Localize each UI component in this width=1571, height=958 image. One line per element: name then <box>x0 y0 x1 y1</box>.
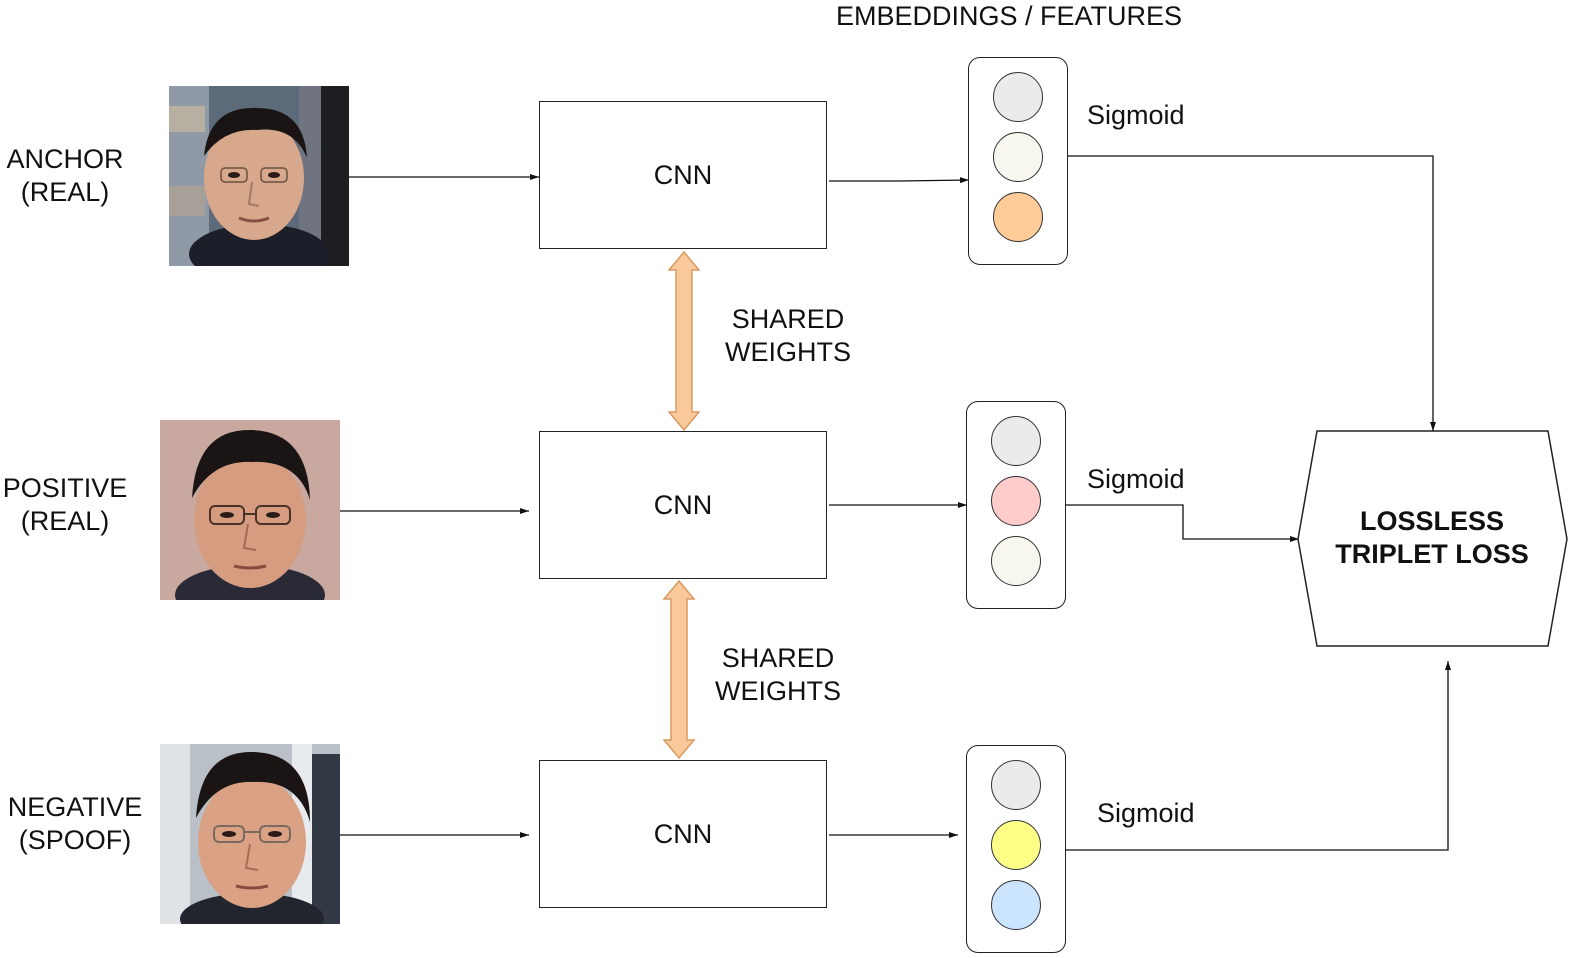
anchor-face-image <box>169 86 349 266</box>
shared-weights-top-line2: WEIGHTS <box>725 337 851 367</box>
shared-weights-label-bottom: SHARED WEIGHTS <box>710 642 846 708</box>
arrow-negative-embedding-to-loss <box>1066 661 1451 851</box>
cnn-label-anchor: CNN <box>653 159 713 190</box>
shared-weights-top-line1: SHARED <box>731 304 845 334</box>
embedding-negative-cell-1 <box>991 760 1041 810</box>
embedding-negative-cell-3 <box>991 880 1041 930</box>
embedding-positive-cell-3 <box>991 536 1041 586</box>
embedding-positive-cell-2 <box>991 476 1041 526</box>
negative-label-line2: (SPOOF) <box>18 825 132 855</box>
shared-weights-arrow-bottom <box>662 579 696 760</box>
sigmoid-label-anchor: Sigmoid <box>1087 100 1185 130</box>
arrow-anchor-cnn-to-embedding <box>829 177 970 184</box>
sigmoid-label-positive: Sigmoid <box>1087 464 1185 494</box>
embeddings-header: EMBEDDINGS / FEATURES <box>836 1 1183 31</box>
loss-node-shape <box>1297 430 1568 647</box>
negative-label: NEGATIVE (SPOOF) <box>0 791 150 857</box>
arrow-positive-embedding-to-loss <box>1066 504 1299 542</box>
embedding-vector-anchor <box>968 57 1068 265</box>
shared-weights-bottom-line1: SHARED <box>721 643 835 673</box>
shared-weights-label-top: SHARED WEIGHTS <box>720 303 856 369</box>
cnn-box-negative: CNN <box>539 760 827 908</box>
negative-label-line1: NEGATIVE <box>7 792 143 822</box>
positive-label-line1: POSITIVE <box>2 473 128 503</box>
positive-label: POSITIVE (REAL) <box>0 472 130 538</box>
cnn-label-positive: CNN <box>653 489 713 520</box>
arrow-anchor-embedding-to-loss <box>1043 155 1436 431</box>
cnn-label-negative: CNN <box>653 818 713 849</box>
cnn-box-positive: CNN <box>539 431 827 579</box>
embedding-anchor-cell-2 <box>993 132 1043 182</box>
embedding-anchor-cell-1 <box>993 72 1043 122</box>
sigmoid-label-negative: Sigmoid <box>1097 798 1195 828</box>
loss-label-line1: LOSSLESS <box>1359 506 1505 536</box>
cnn-box-anchor: CNN <box>539 101 827 249</box>
anchor-label-line2: (REAL) <box>20 177 110 207</box>
positive-face-image <box>160 420 340 600</box>
embedding-vector-negative <box>966 745 1066 953</box>
embedding-anchor-cell-3 <box>993 192 1043 242</box>
loss-node-label: LOSSLESS TRIPLET LOSS <box>1300 505 1564 571</box>
embedding-negative-cell-2 <box>991 820 1041 870</box>
anchor-label: ANCHOR (REAL) <box>0 143 130 209</box>
embedding-vector-positive <box>966 401 1066 609</box>
embedding-positive-cell-1 <box>991 416 1041 466</box>
positive-label-line2: (REAL) <box>20 506 110 536</box>
negative-face-image <box>160 744 340 924</box>
shared-weights-arrow-top <box>667 250 701 432</box>
anchor-label-line1: ANCHOR <box>6 144 124 174</box>
shared-weights-bottom-line2: WEIGHTS <box>715 676 841 706</box>
loss-label-line2: TRIPLET LOSS <box>1335 539 1529 569</box>
